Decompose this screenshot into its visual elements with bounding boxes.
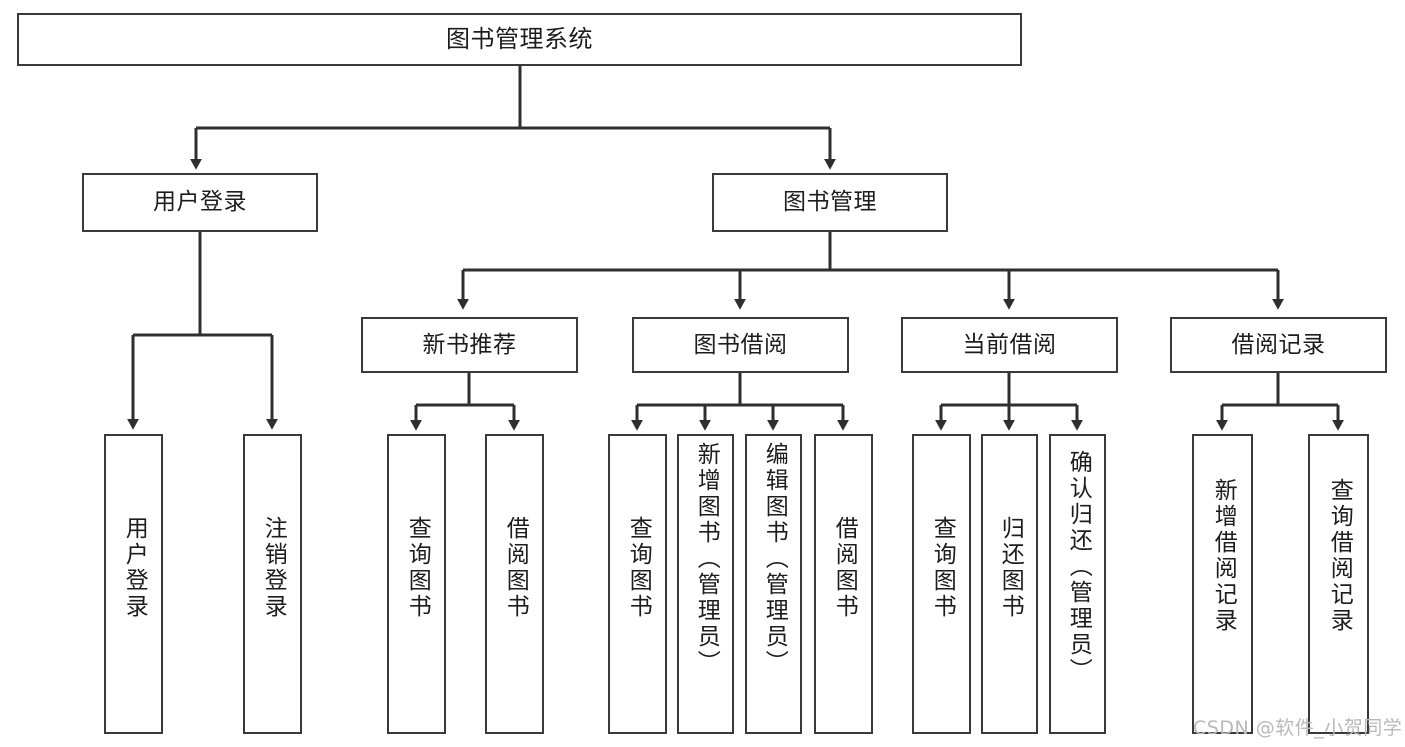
node-root-system[interactable]: 图书管理系统 xyxy=(17,13,1022,66)
leaf-add-borrow-record[interactable]: 新增借阅记录 xyxy=(1192,434,1253,734)
leaf-query-book-current[interactable]: 查询图书 xyxy=(912,434,971,734)
node-label: 查询图书 xyxy=(929,516,956,620)
leaf-edit-book-admin[interactable]: 编辑图书（管理员） xyxy=(745,434,802,734)
node-label: 借阅图书 xyxy=(831,516,858,620)
node-book-management[interactable]: 图书管理 xyxy=(712,173,948,232)
leaf-borrow-book-recommend[interactable]: 借阅图书 xyxy=(485,434,544,734)
leaf-user-login[interactable]: 用户登录 xyxy=(104,434,163,734)
csdn-watermark: CSDN @软件_小贺同学 xyxy=(1193,717,1403,739)
leaf-logout[interactable]: 注销登录 xyxy=(243,434,302,734)
node-label: 图书管理 xyxy=(783,189,877,216)
node-book-borrow[interactable]: 图书借阅 xyxy=(632,317,849,373)
node-label: 当前借阅 xyxy=(962,331,1057,358)
node-label: 新增图书（管理员） xyxy=(693,442,720,676)
node-label: 新增借阅记录 xyxy=(1210,478,1237,634)
node-user-login[interactable]: 用户登录 xyxy=(82,173,318,232)
node-label: 确认归还（管理员） xyxy=(1065,450,1092,684)
node-label: 用户登录 xyxy=(121,516,148,620)
leaf-borrow-book[interactable]: 借阅图书 xyxy=(814,434,873,734)
node-label: 编辑图书（管理员） xyxy=(761,442,788,676)
node-label: 图书借阅 xyxy=(693,331,788,358)
node-borrow-record[interactable]: 借阅记录 xyxy=(1170,317,1387,373)
node-label: 用户登录 xyxy=(153,189,247,216)
node-label: 查询图书 xyxy=(404,516,431,620)
node-label: 归还图书 xyxy=(997,516,1024,620)
node-label: 查询图书 xyxy=(625,516,652,620)
leaf-query-borrow-record[interactable]: 查询借阅记录 xyxy=(1308,434,1369,734)
node-label: 新书推荐 xyxy=(422,331,517,358)
node-label: 图书管理系统 xyxy=(446,24,593,53)
leaf-add-book-admin[interactable]: 新增图书（管理员） xyxy=(677,434,734,734)
node-label: 借阅图书 xyxy=(502,516,529,620)
node-label: 借阅记录 xyxy=(1231,331,1326,358)
node-label: 查询借阅记录 xyxy=(1326,478,1353,634)
node-label: 注销登录 xyxy=(260,516,287,620)
leaf-confirm-return-admin[interactable]: 确认归还（管理员） xyxy=(1049,434,1106,734)
node-current-borrow[interactable]: 当前借阅 xyxy=(901,317,1118,373)
leaf-return-book[interactable]: 归还图书 xyxy=(981,434,1038,734)
node-new-book-recommend[interactable]: 新书推荐 xyxy=(361,317,578,373)
leaf-query-book-recommend[interactable]: 查询图书 xyxy=(387,434,446,734)
leaf-query-book-borrow[interactable]: 查询图书 xyxy=(608,434,667,734)
